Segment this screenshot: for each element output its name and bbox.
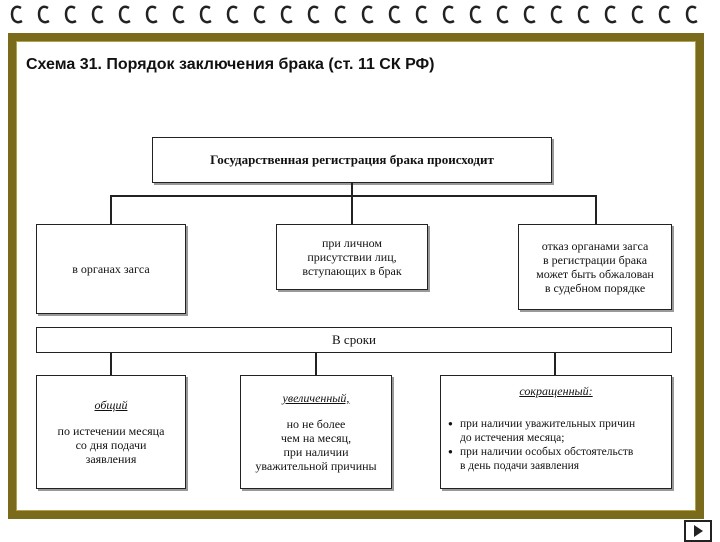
spiral-binding-icon xyxy=(442,5,455,24)
box-heading: увеличенный, xyxy=(282,391,350,405)
spiral-binding-top xyxy=(0,2,720,32)
box-line: в судебном порядке xyxy=(544,281,646,295)
scheme-title: Схема 31. Порядок заключения брака (ст. … xyxy=(26,56,435,73)
spiral-binding-icon xyxy=(523,5,536,24)
shortened-term-bullets: при наличии уважительных причин до истеч… xyxy=(448,417,670,473)
box-heading: общий xyxy=(94,398,128,412)
terms-bar: В сроки xyxy=(36,327,672,353)
box-line: вступающих в брак xyxy=(302,264,402,278)
box-line: отказ органами загса xyxy=(541,239,649,253)
box-line: заявления xyxy=(85,452,137,466)
spiral-binding-icon xyxy=(550,5,563,24)
box-extended-term: увеличенный, но не более чем на месяц, п… xyxy=(240,375,392,489)
box-line: может быть обжалован xyxy=(536,267,654,281)
box-heading: сокращенный: xyxy=(519,384,593,398)
spiral-binding-icon xyxy=(334,5,347,24)
box-line: по истечении месяца xyxy=(57,424,165,438)
spiral-binding-icon xyxy=(361,5,374,24)
terms-bar-text: В сроки xyxy=(332,332,376,347)
bullet-line: при наличии уважительных причин xyxy=(460,418,636,430)
spiral-binding-icon xyxy=(496,5,509,24)
spiral-binding-icon xyxy=(37,5,50,24)
spiral-binding-icon xyxy=(604,5,617,24)
spiral-binding-icon xyxy=(631,5,644,24)
box-line: в органах загса xyxy=(72,262,150,276)
play-next-icon xyxy=(694,525,703,537)
spiral-binding-icon xyxy=(280,5,293,24)
top-box: Государственная регистрация брака происх… xyxy=(152,137,552,183)
spiral-binding-icon xyxy=(64,5,77,24)
spiral-binding-icon xyxy=(199,5,212,24)
spiral-binding-icon xyxy=(10,5,23,24)
box-line: в регистрации брака xyxy=(542,253,648,267)
box-line: но не более xyxy=(286,417,346,431)
box-line: при личном xyxy=(321,236,383,250)
box-line: чем на месяц, xyxy=(280,431,352,445)
spiral-binding-icon xyxy=(577,5,590,24)
next-slide-button[interactable] xyxy=(684,520,712,542)
spiral-binding-icon xyxy=(172,5,185,24)
box-line: со дня подачи xyxy=(75,438,147,452)
box-personal-presence: при личном присутствии лиц, вступающих в… xyxy=(276,224,428,290)
connector xyxy=(351,195,353,225)
spiral-binding-icon xyxy=(91,5,104,24)
box-line: присутствии лиц, xyxy=(307,250,397,264)
connector xyxy=(315,353,317,376)
spiral-binding-icon xyxy=(658,5,671,24)
spiral-binding-icon xyxy=(415,5,428,24)
bullet-line: до истечения месяца; xyxy=(460,432,565,444)
box-line: уважительной причины xyxy=(255,459,377,473)
bullet-line: при наличии особых обстоятельств xyxy=(460,446,634,458)
box-refusal-appeal: отказ органами загса в регистрации брака… xyxy=(518,224,672,310)
box-registry-office: в органах загса xyxy=(36,224,186,314)
connector xyxy=(351,183,353,196)
bullet-item: при наличии особых обстоятельств в день … xyxy=(448,445,670,473)
spiral-binding-icon xyxy=(145,5,158,24)
slide-inner-border xyxy=(16,41,696,511)
spiral-binding-icon xyxy=(253,5,266,24)
top-box-text: Государственная регистрация брака происх… xyxy=(210,152,494,167)
spiral-binding-icon xyxy=(388,5,401,24)
box-general-term: общий по истечении месяца со дня подачи … xyxy=(36,375,186,489)
box-line: при наличии xyxy=(283,445,349,459)
connector xyxy=(554,353,556,376)
connector xyxy=(110,195,112,225)
bullet-item: при наличии уважительных причин до истеч… xyxy=(448,417,670,445)
spiral-binding-icon xyxy=(469,5,482,24)
connector xyxy=(110,195,596,197)
spiral-binding-icon xyxy=(226,5,239,24)
spiral-binding-icon xyxy=(685,5,698,24)
connector xyxy=(595,195,597,225)
connector xyxy=(110,353,112,376)
bullet-line: в день подачи заявления xyxy=(460,460,580,472)
spiral-binding-icon xyxy=(118,5,131,24)
spiral-binding-icon xyxy=(307,5,320,24)
